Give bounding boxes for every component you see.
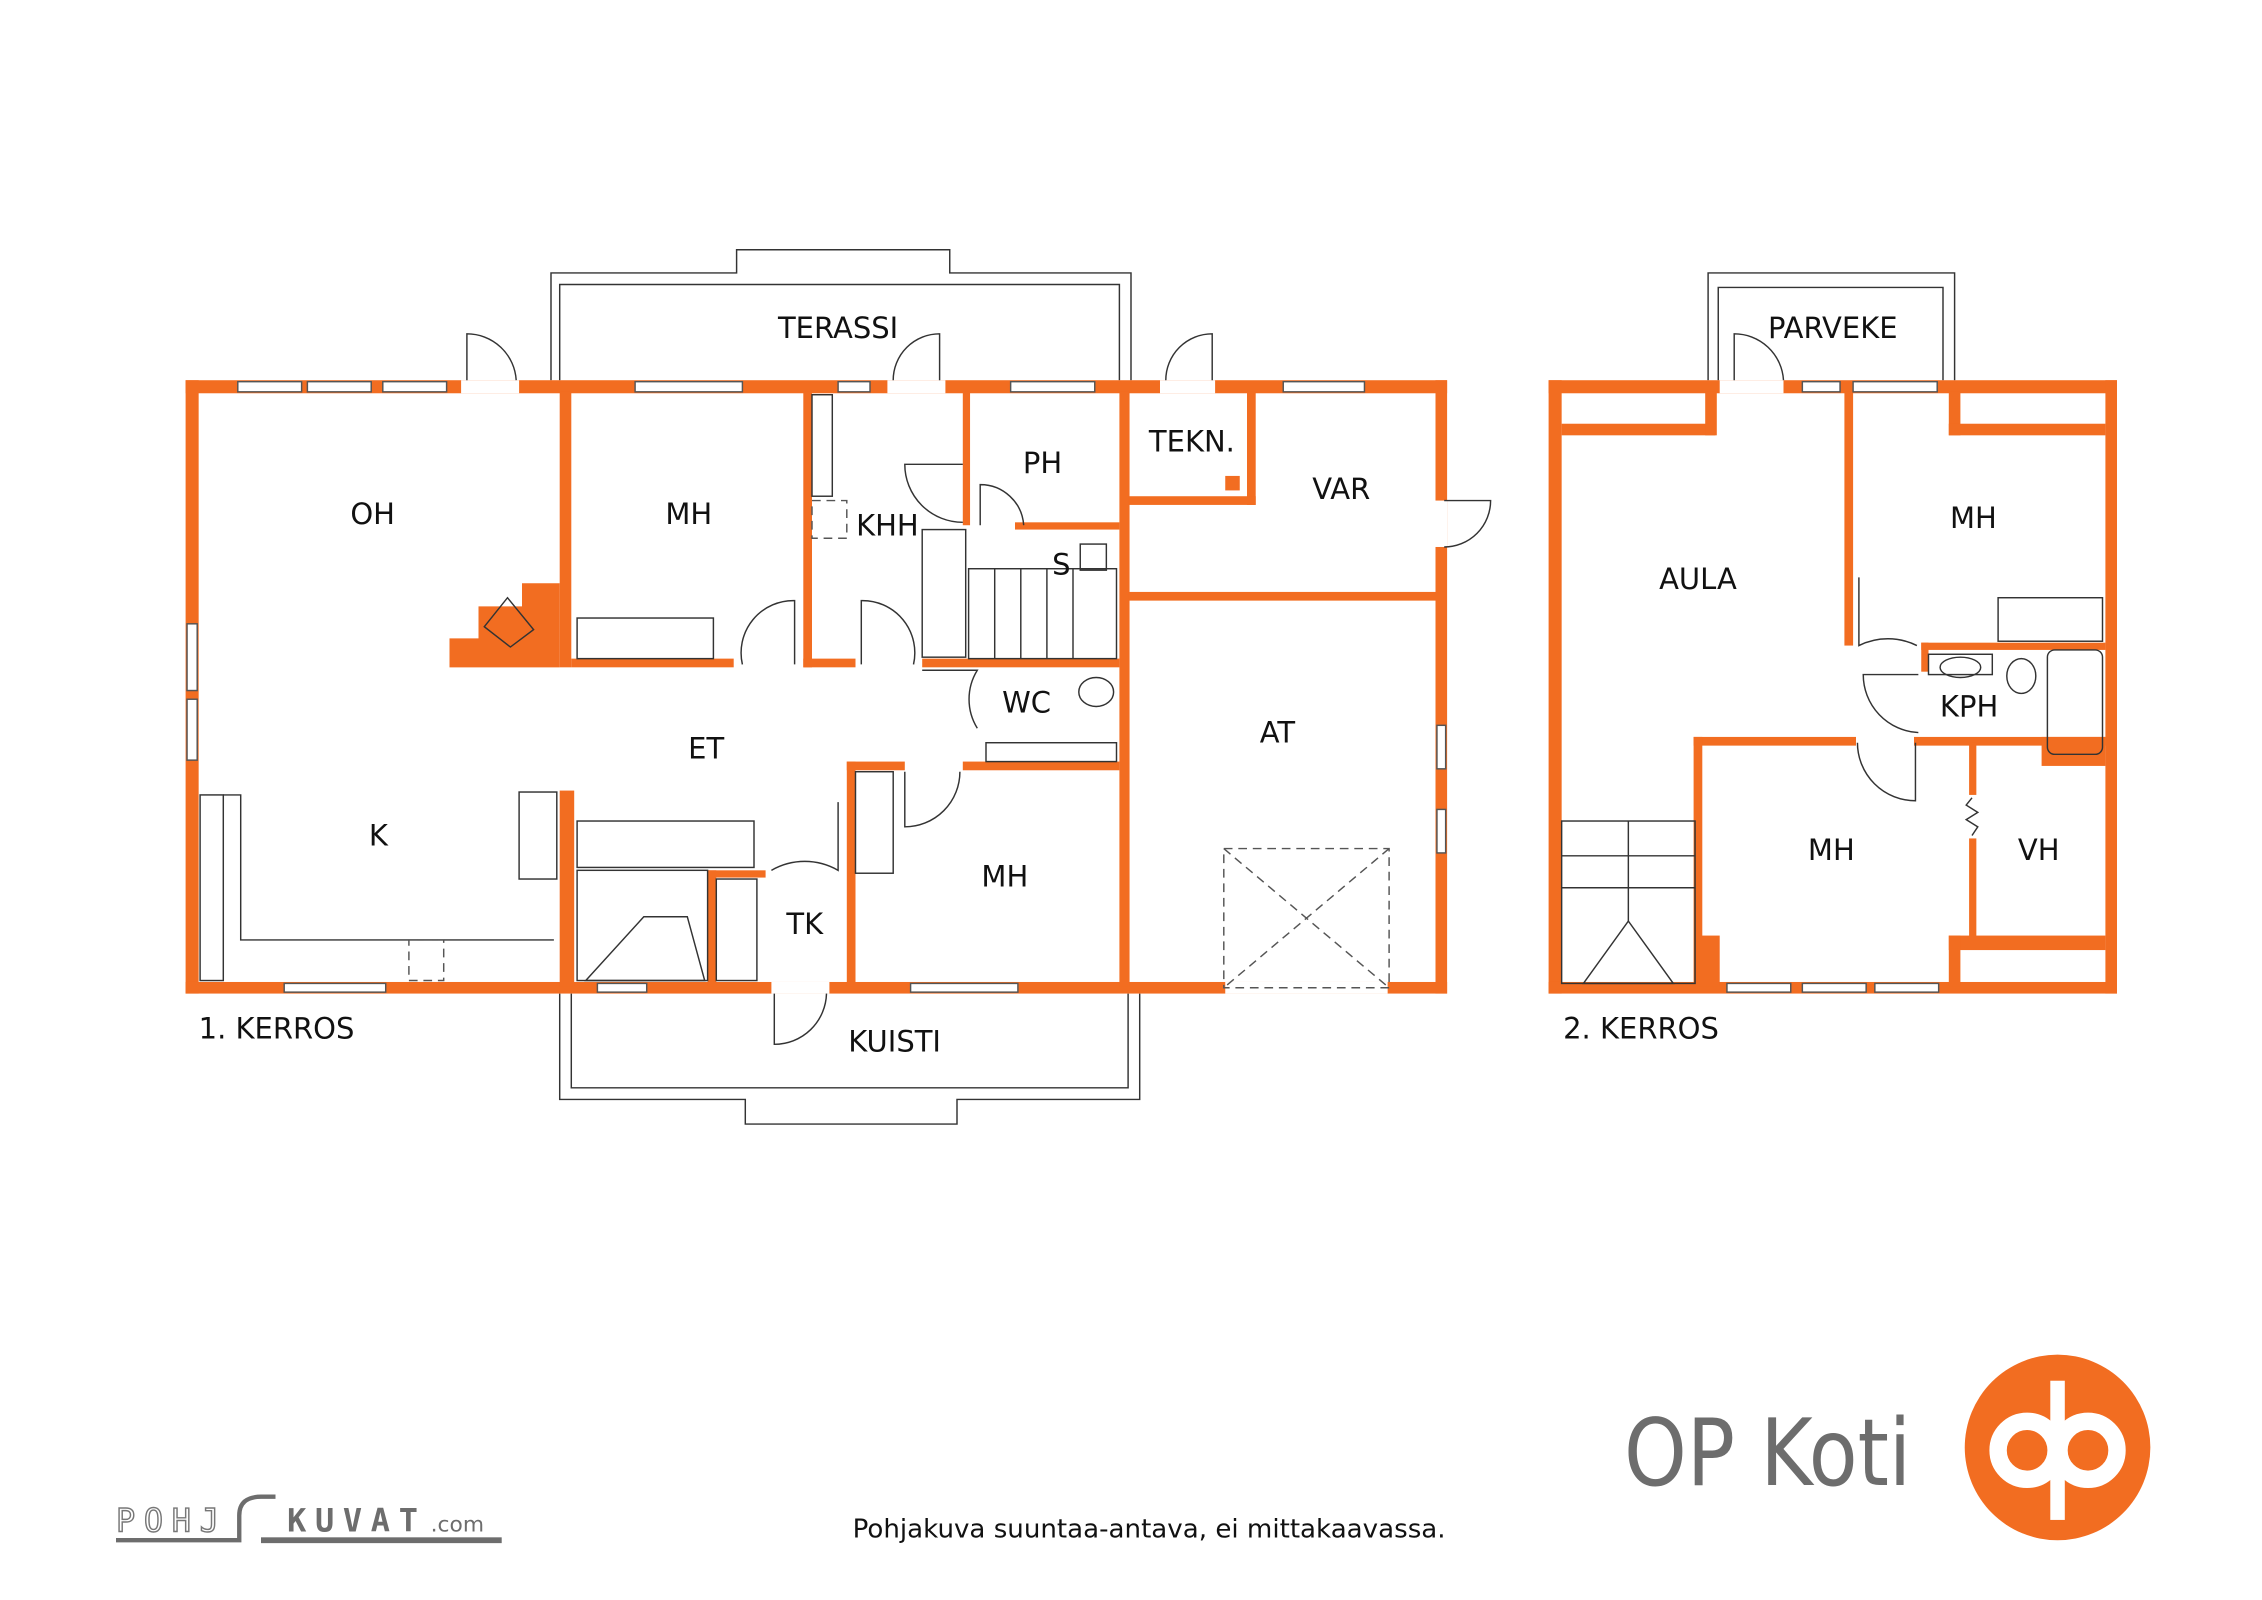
room-label-tk: TK <box>785 907 824 941</box>
terrace-outline <box>550 249 1132 381</box>
walls-floor-2 <box>1548 380 2117 994</box>
room-label-et: ET <box>688 732 724 766</box>
floor-2-plan: PARVEKE AULA MH KPH MH VH 2. KERROS <box>1548 272 2117 1046</box>
room-label-k: K <box>369 819 389 853</box>
porch-outline <box>558 993 1141 1125</box>
room-label-oh: OH <box>350 497 395 531</box>
room-label-vh: VH <box>2018 833 2060 867</box>
room-labels-floor-1: TERASSI OH MH KHH PH TEKN. VAR S WC ET A… <box>350 311 1370 1058</box>
room-label-mh: MH <box>665 497 712 531</box>
disclaimer-note: Pohjakuva suuntaa-antava, ei mittakaavas… <box>853 1514 1446 1544</box>
pohjakuvat-logo-right: KUVAT <box>287 1502 427 1540</box>
doors-floor-2 <box>1733 333 1980 836</box>
windows-floor-1 <box>186 380 1448 994</box>
room-label-tekn: TEKN. <box>1148 424 1235 458</box>
fixtures-floor-2 <box>1560 597 2104 985</box>
floor-1-title: 1. KERROS <box>199 1012 355 1046</box>
windows-floor-2 <box>1719 380 1940 993</box>
op-logo-icon <box>1964 1354 2151 1541</box>
room-label-kph: KPH <box>1940 690 1998 724</box>
room-label-var: VAR <box>1312 472 1370 506</box>
room-label-khh: KHH <box>856 508 919 542</box>
room-label-mh-2: MH <box>1808 833 1855 867</box>
room-label-s: S <box>1052 548 1070 582</box>
room-label-mh-2: MH <box>981 859 1028 893</box>
walls-floor-1 <box>185 380 1448 994</box>
room-label-aula: AULA <box>1659 562 1737 596</box>
balcony-outline <box>1707 272 1956 381</box>
room-label-mh: MH <box>1950 501 1997 535</box>
room-label-wc: WC <box>1002 685 1051 719</box>
room-label-at: AT <box>1260 716 1296 750</box>
room-labels-floor-2: PARVEKE AULA MH KPH MH VH <box>1659 311 2059 867</box>
floor-2-title: 2. KERROS <box>1563 1012 1719 1046</box>
brand-name: OP Koti <box>1624 1399 1911 1507</box>
doors-floor-1 <box>466 333 1492 1046</box>
room-label-ph: PH <box>1023 446 1062 480</box>
floor-1-plan: TERASSI OH MH KHH PH TEKN. VAR S WC ET A… <box>185 249 1492 1125</box>
fixtures-floor-1 <box>199 394 1390 989</box>
room-label-terassi: TERASSI <box>777 311 898 345</box>
pohjakuvat-logo: POHJ KUVAT .com <box>115 1494 502 1544</box>
room-label-parveke: PARVEKE <box>1768 311 1898 345</box>
room-label-kuisti: KUISTI <box>848 1025 941 1059</box>
pohjakuvat-logo-left: POHJ <box>116 1502 228 1540</box>
pohjakuvat-logo-suffix: .com <box>431 1513 484 1538</box>
